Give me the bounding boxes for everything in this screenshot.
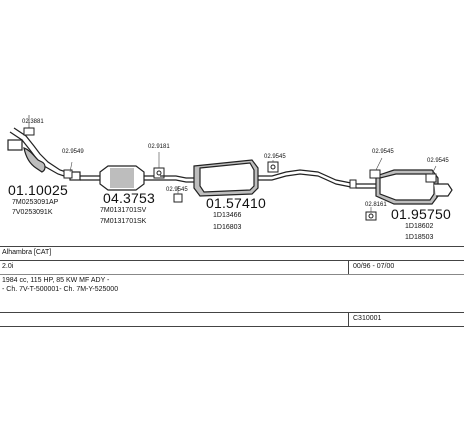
accessory-label-a3: 02.9181	[148, 144, 170, 150]
info-row-vehicle: Alhambra [CAT]	[0, 246, 464, 261]
leader-lines	[69, 152, 437, 212]
catalyst-drawing	[99, 165, 160, 191]
clamp-drawing-2	[173, 193, 183, 203]
diagram-reference: C310001	[353, 315, 382, 322]
rear-pipe-drawing	[258, 169, 376, 189]
rear-silencer-drawing	[375, 169, 453, 205]
engine-spec: 1984 cc, 115 HP, 85 KW MF ADY -	[2, 277, 110, 284]
engine-label: 2.0i	[2, 263, 14, 270]
part-ref-3a: 1D13466	[213, 212, 242, 219]
part-ref-1a: 7M0253091AP	[12, 199, 59, 206]
exhaust-diagram	[7, 115, 453, 221]
gasket-drawing	[23, 115, 35, 136]
info-row-chassis: - Ch. 7V-T-500001- Ch. 7M-Y-525000	[0, 284, 464, 300]
info-row-end	[0, 326, 464, 327]
info-row-spec: 1984 cc, 115 HP, 85 KW MF ADY -	[0, 274, 464, 285]
part-ref-2b: 7M0131701SK	[100, 218, 147, 225]
part-ref-1b: 7V0253091K	[12, 209, 53, 216]
column-divider-1	[348, 260, 349, 274]
vehicle-model: Alhambra [CAT]	[2, 249, 52, 256]
part-code-2: 04.3753	[103, 190, 156, 206]
part-ref-3b: 1D16803	[213, 224, 242, 231]
info-row-ref: C310001	[0, 312, 464, 327]
clamp-drawing-1	[63, 169, 73, 179]
middle-silencer-drawing	[193, 159, 259, 197]
column-divider-2	[348, 312, 349, 326]
part-code-3: 01.57410	[206, 195, 266, 211]
accessory-label-a7: 02.9545	[427, 158, 449, 164]
accessory-label-a8: 02.8161	[365, 202, 387, 208]
production-years: 00/96 - 07/00	[353, 263, 395, 270]
accessory-label-a2: 02.9549	[62, 149, 84, 155]
hanger-drawing-2	[267, 161, 279, 173]
info-row-engine: 2.0i 00/96 - 07/00	[0, 260, 464, 275]
part-ref-4a: 1D18602	[405, 223, 434, 230]
hanger-drawing-4	[425, 173, 437, 183]
front-pipe-drawing	[7, 127, 81, 181]
part-ref-4b: 1D18503	[405, 234, 434, 241]
chassis-range: - Ch. 7V-T-500001- Ch. 7M-Y-525000	[2, 286, 119, 293]
part-ref-2a: 7M0131701SV	[100, 207, 147, 214]
accessory-label-a1: 02.3881	[22, 119, 44, 125]
accessory-label-a5: 02.9545	[264, 154, 286, 160]
accessory-label-a6: 02.9545	[372, 149, 394, 155]
hanger-drawing-3	[369, 169, 381, 179]
connecting-pipe-2	[160, 175, 194, 183]
part-code-1: 01.10025	[8, 182, 68, 198]
hanger-drawing-5	[365, 211, 377, 221]
accessory-label-a4: 02.9545	[166, 187, 188, 193]
clamp-drawing-3	[349, 179, 357, 189]
connecting-pipe-1	[80, 175, 100, 181]
part-code-4: 01.95750	[391, 206, 451, 222]
